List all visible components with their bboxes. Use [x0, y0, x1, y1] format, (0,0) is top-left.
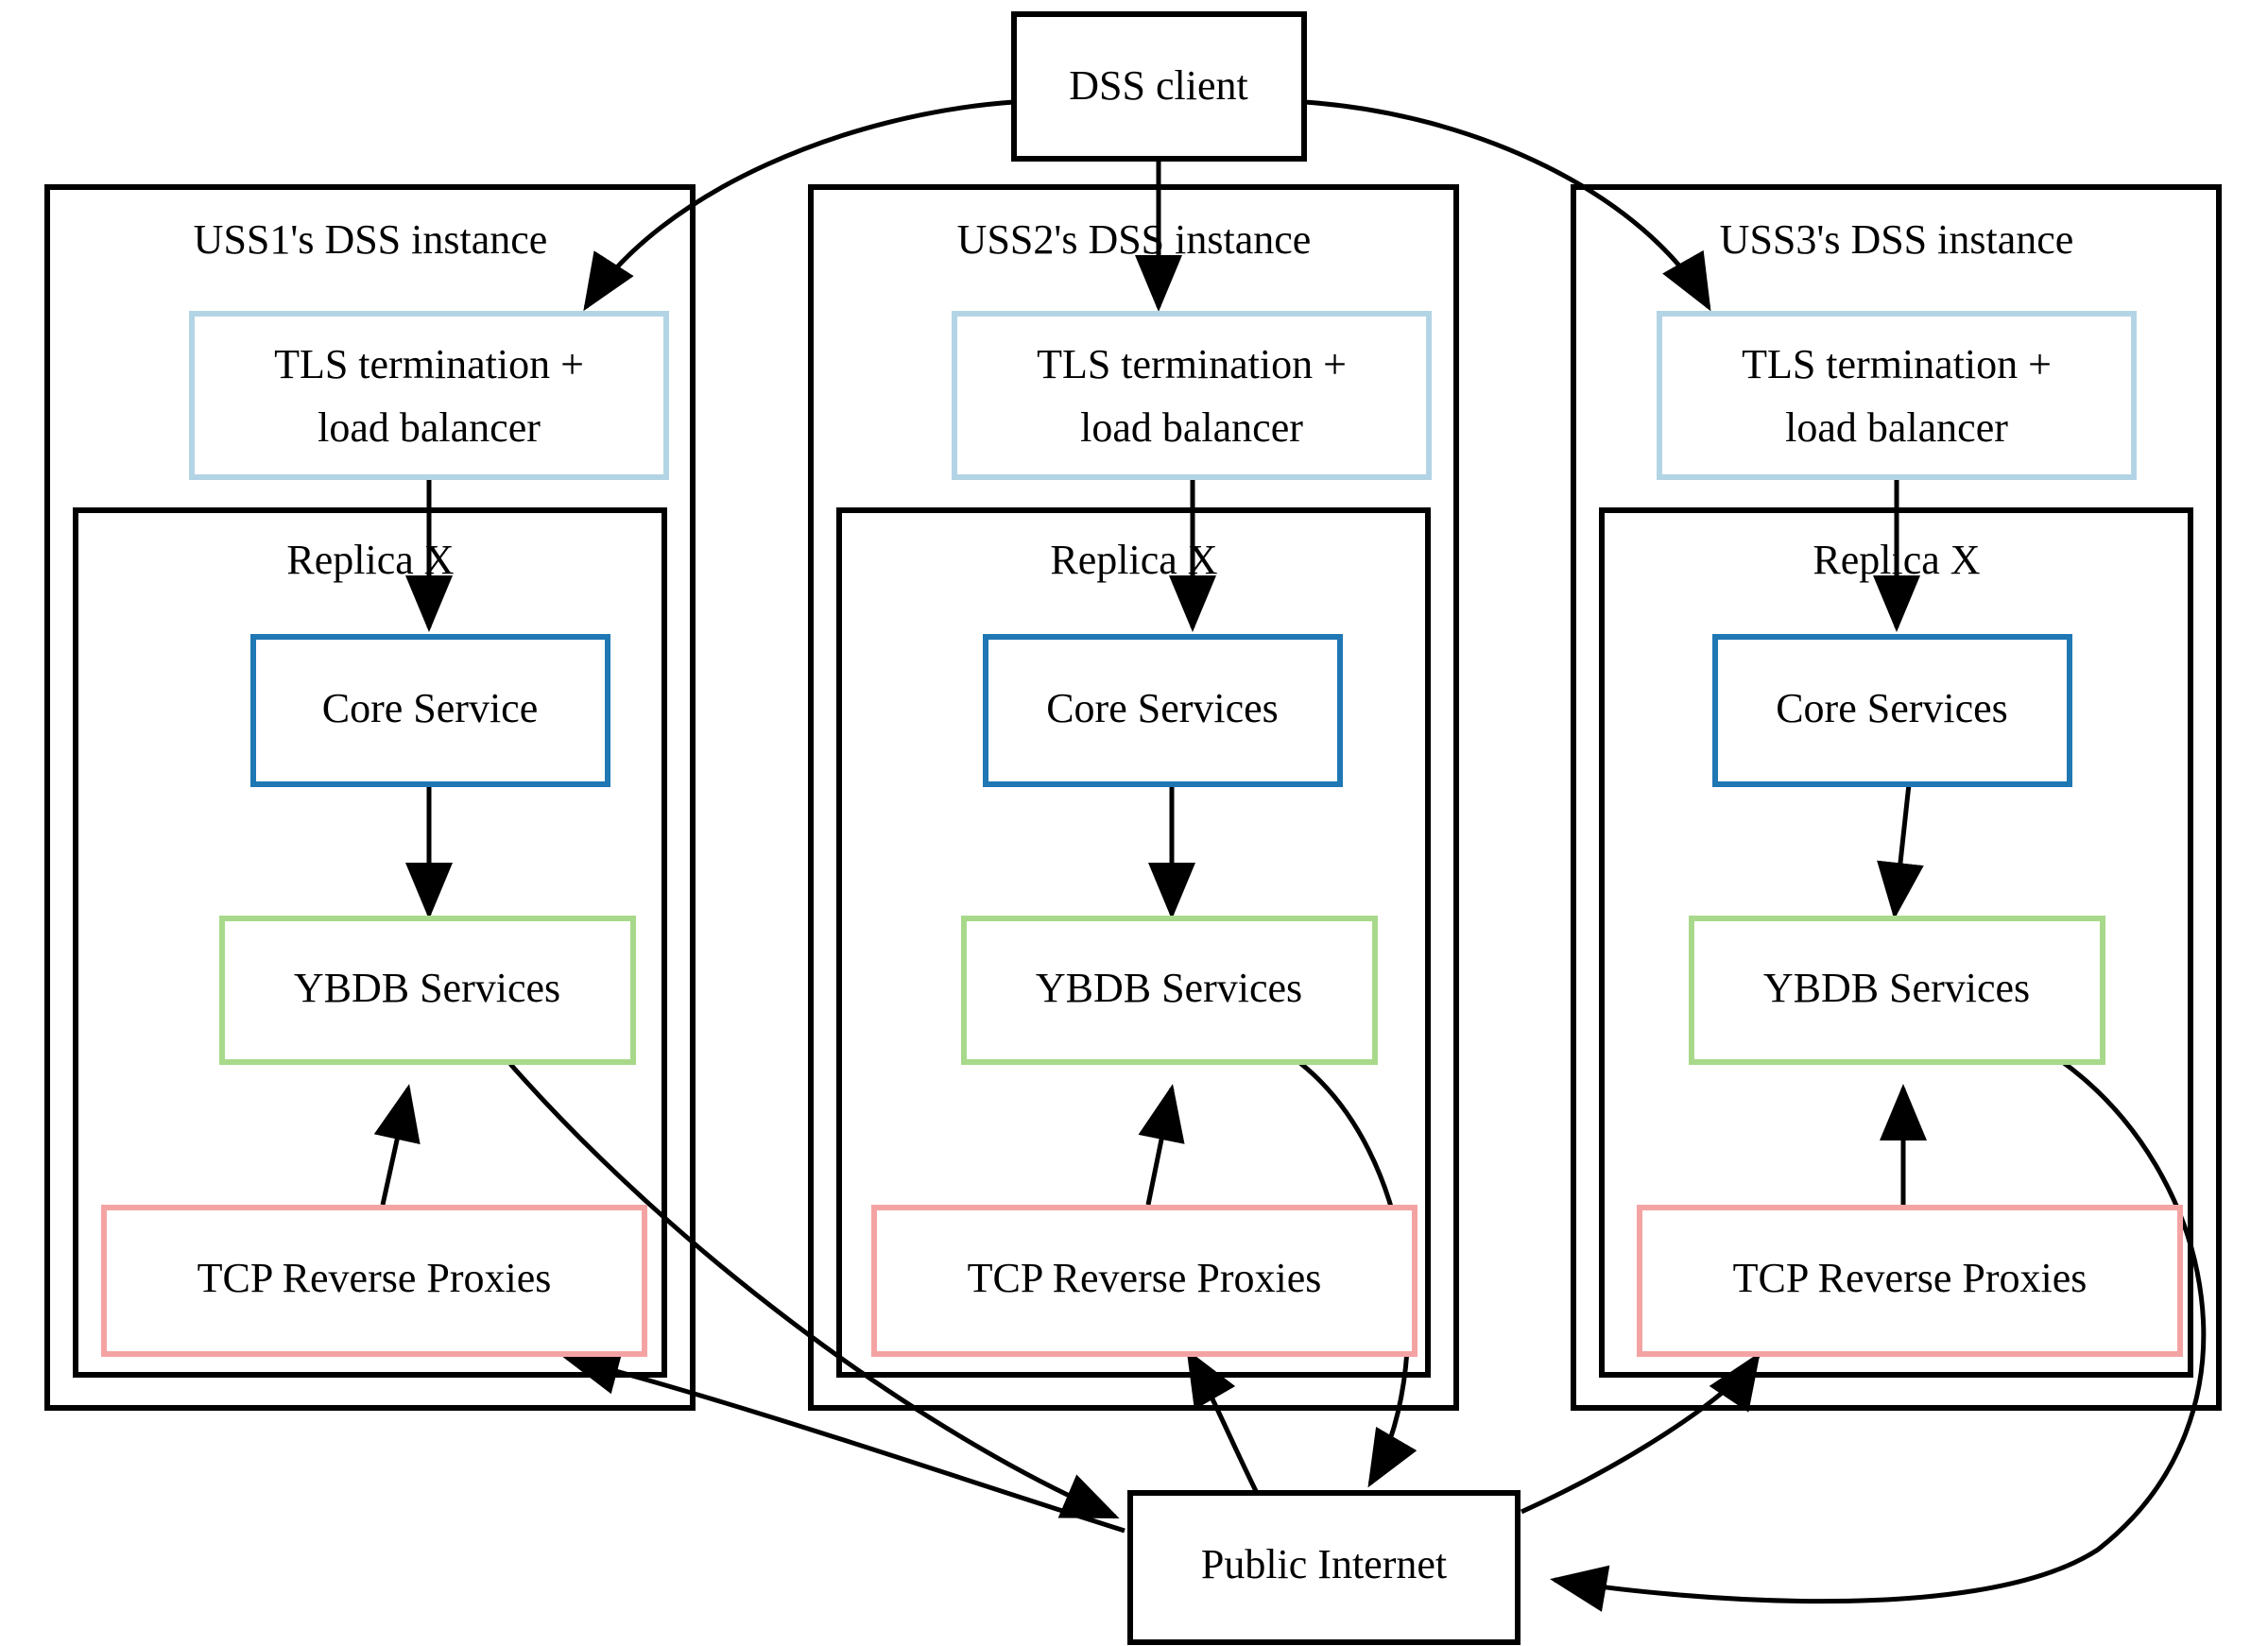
instance-title-1: USS1's DSS instance	[194, 216, 548, 263]
ybdb-services-label-2: YBDB Services	[1036, 965, 1302, 1011]
ybdb-services-label-3: YBDB Services	[1763, 965, 2030, 1011]
core-service-box-3[interactable]	[1712, 634, 2072, 787]
edge-ybdb3-to-internet	[1550, 1057, 2207, 1612]
ybdb-services-box-1[interactable]	[219, 916, 636, 1065]
tls-label-1-line2: load balancer	[318, 404, 541, 451]
tls-box-1[interactable]	[189, 311, 669, 480]
tls-box-2[interactable]	[952, 311, 1432, 480]
edge-internet-to-proxy2	[1186, 1348, 1260, 1495]
core-service-label-3: Core Services	[1776, 685, 2008, 731]
core-service-box-1[interactable]	[250, 634, 610, 787]
tcp-reverse-proxies-label-2: TCP Reverse Proxies	[968, 1255, 1322, 1301]
tls-label-1-line1: TLS termination +	[274, 341, 584, 387]
replica-title-2: Replica X	[1050, 537, 1217, 583]
core-service-box-2[interactable]	[983, 634, 1343, 787]
public-internet-label: Public Internet	[1201, 1541, 1447, 1587]
dss-client-label: DSS client	[1069, 62, 1247, 109]
instance-title-3: USS3's DSS instance	[1720, 216, 2074, 263]
instance-title-2: USS2's DSS instance	[957, 216, 1312, 263]
edge-client-to-tls3	[1303, 99, 1711, 312]
tls-label-3-line2: load balancer	[1785, 404, 2008, 451]
dss-client-box[interactable]	[1011, 11, 1307, 162]
core-service-label-2: Core Services	[1046, 685, 1279, 731]
edge-core3-to-ybdb3	[1877, 783, 1924, 919]
edge-internet-to-proxy1	[562, 1347, 1125, 1534]
tcp-reverse-proxies-label-3: TCP Reverse Proxies	[1733, 1255, 2088, 1301]
tcp-reverse-proxies-box-3[interactable]	[1637, 1205, 2183, 1357]
replica-title-3: Replica X	[1813, 537, 1980, 583]
ybdb-services-box-2[interactable]	[961, 916, 1378, 1065]
tls-label-2-line2: load balancer	[1080, 404, 1303, 451]
tcp-reverse-proxies-box-2[interactable]	[871, 1205, 1418, 1357]
ybdb-services-box-3[interactable]	[1689, 916, 2105, 1065]
tls-label-2-line1: TLS termination +	[1037, 341, 1347, 387]
replica-title-1: Replica X	[286, 537, 454, 583]
tls-box-3[interactable]	[1657, 311, 2137, 480]
public-internet-box[interactable]	[1127, 1490, 1521, 1645]
ybdb-services-label-1: YBDB Services	[294, 965, 560, 1011]
core-service-label-1: Core Service	[322, 685, 538, 731]
edge-client-to-tls1	[583, 99, 1015, 312]
edge-proxy2-to-ybdb2	[1138, 1084, 1185, 1206]
tcp-reverse-proxies-box-1[interactable]	[101, 1205, 647, 1357]
edge-ybdb1-to-internet	[508, 1062, 1120, 1519]
edge-proxy1-to-ybdb1	[373, 1084, 421, 1206]
edge-internet-to-proxy3	[1520, 1351, 1761, 1515]
tcp-reverse-proxies-label-1: TCP Reverse Proxies	[198, 1255, 552, 1301]
tls-label-3-line1: TLS termination +	[1742, 341, 2052, 387]
